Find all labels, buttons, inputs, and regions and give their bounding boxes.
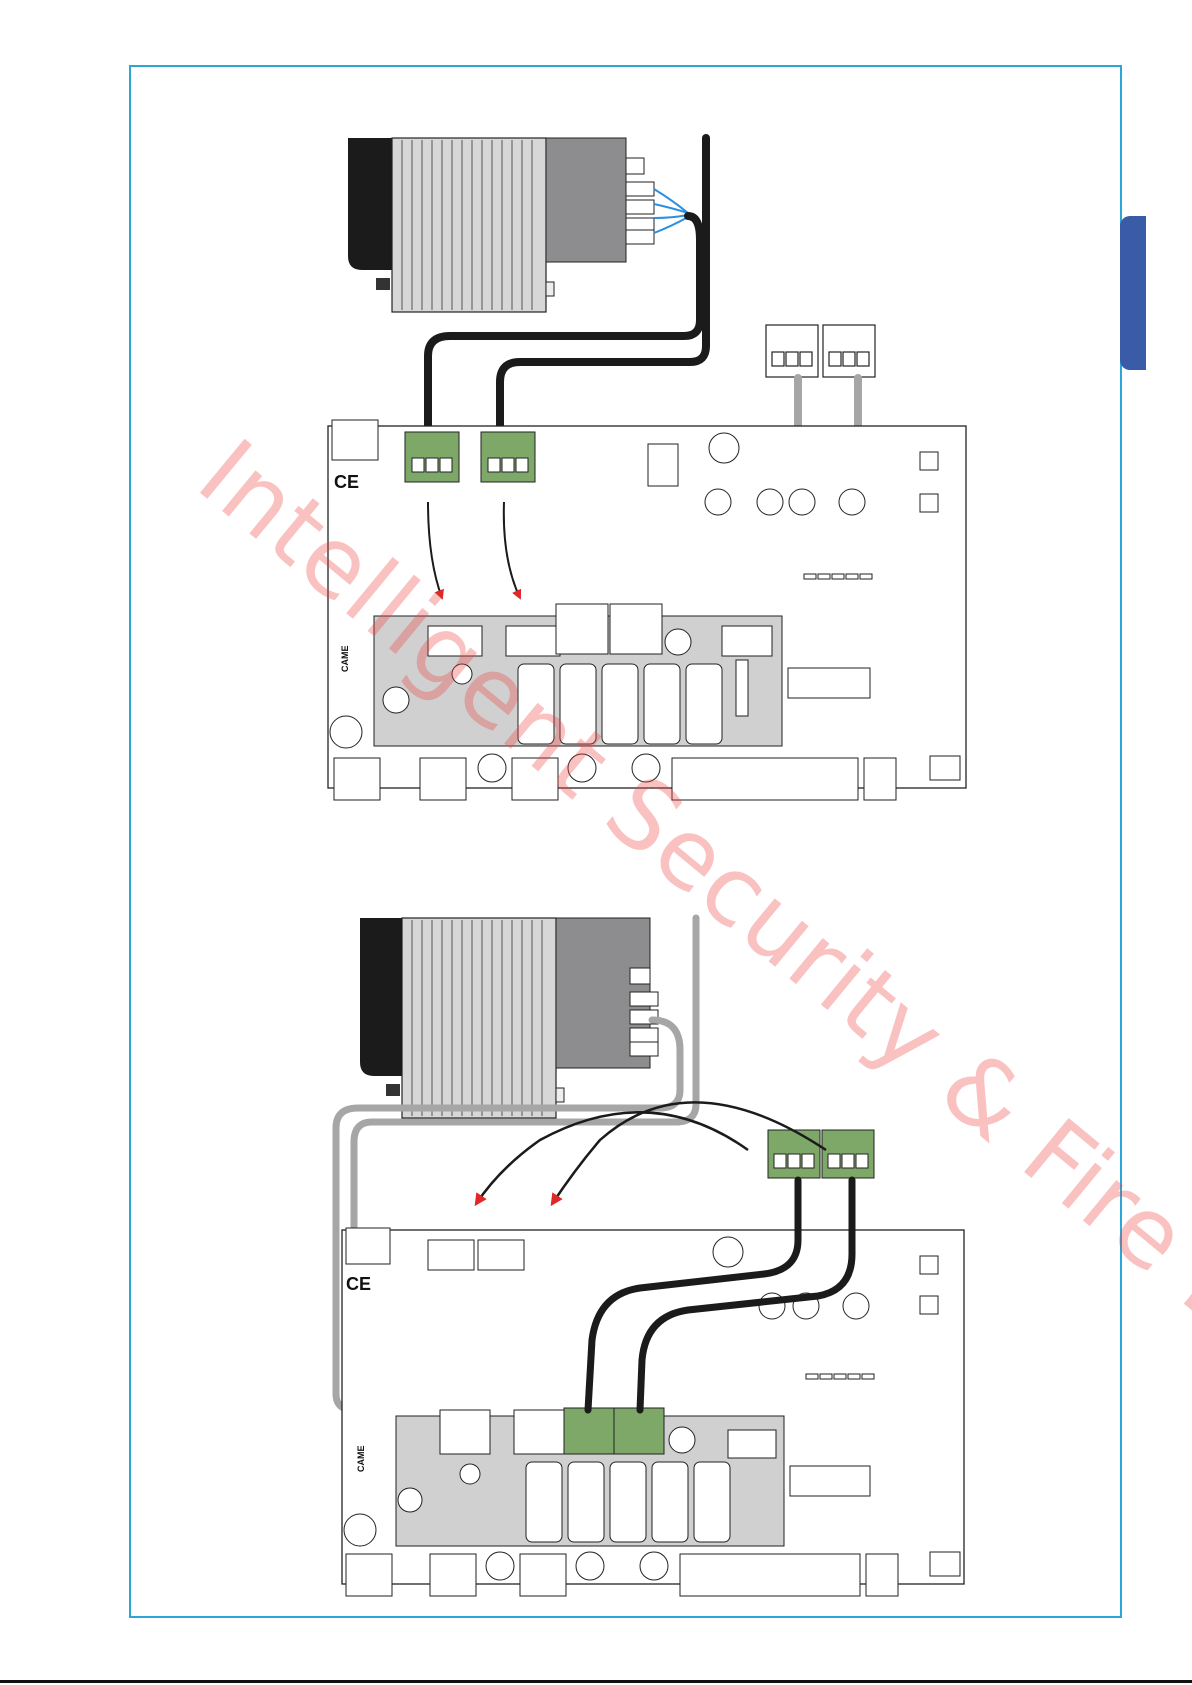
- bottom-board-ce-mark: CE: [346, 1274, 371, 1294]
- bottom-board-came-logo: CAME: [356, 1446, 366, 1473]
- top-signal-blocks: [766, 325, 875, 377]
- bottom-transformer: [360, 918, 658, 1118]
- top-board-ce-mark: CE: [334, 472, 359, 492]
- footer-text: ...: [1176, 1674, 1184, 1684]
- top-control-board: CE CAME: [328, 420, 966, 800]
- top-blue-wires: [654, 189, 688, 233]
- top-board-came-logo: CAME: [340, 646, 350, 673]
- top-transformer: [348, 138, 654, 312]
- footer-rule: [0, 1680, 1192, 1683]
- bottom-signal-blocks: [768, 1130, 874, 1178]
